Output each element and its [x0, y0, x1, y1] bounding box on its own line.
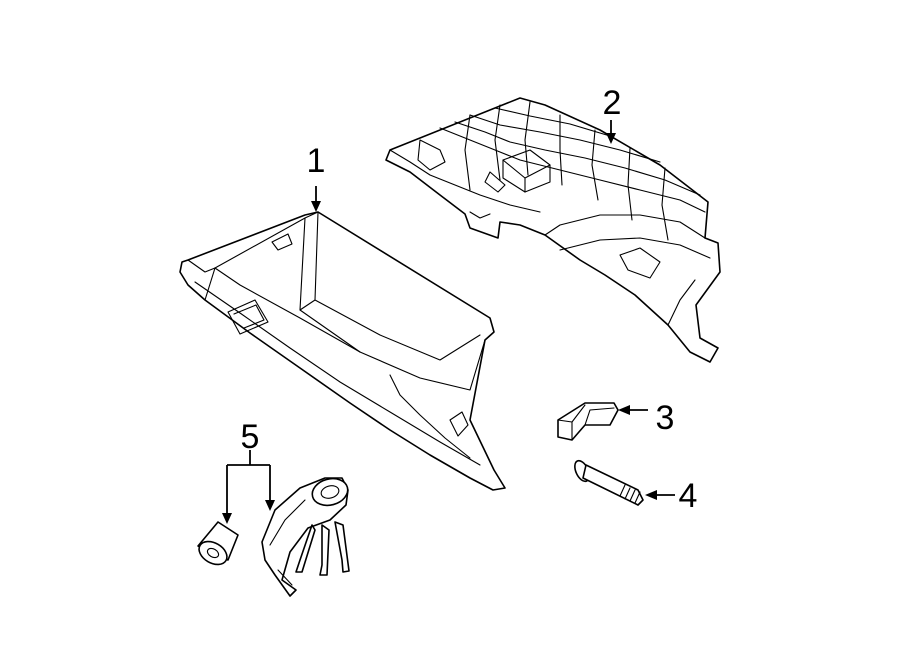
callout-label-3: 3 [656, 399, 675, 437]
callout-leader-5 [222, 450, 275, 524]
callout-leader-2 [606, 120, 616, 144]
callout-label-2: 2 [603, 84, 622, 122]
callout-label-4: 4 [679, 477, 698, 515]
callout-leader-3 [618, 405, 648, 415]
callout-label-1: 1 [307, 142, 326, 180]
part-4-pin[interactable] [572, 458, 644, 506]
part-1-glove-box[interactable] [179, 211, 506, 491]
part-3-clip[interactable] [557, 402, 619, 441]
part-2-upper-panel[interactable] [385, 97, 721, 363]
callout-label-5: 5 [241, 418, 260, 456]
callout-leader-1 [311, 186, 321, 212]
callout-leader-4 [645, 490, 675, 500]
part-5-lock-assembly[interactable] [195, 475, 351, 597]
